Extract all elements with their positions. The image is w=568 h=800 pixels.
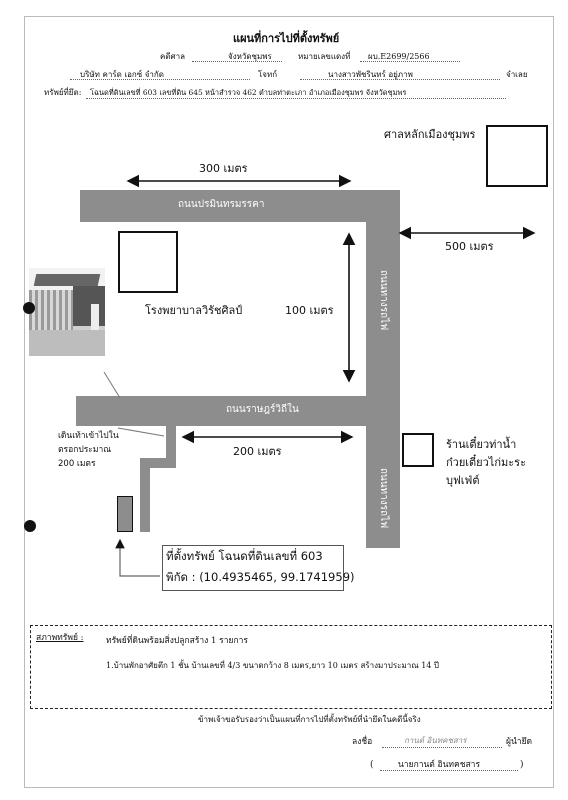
property-pointer (115, 538, 160, 577)
name-close-paren: ) (520, 760, 524, 770)
condition-line2: 1.บ้านพักอาศัยตึก 1 ชั้น บ้านเลขที่ 4/3 … (106, 661, 439, 670)
alley-horizontal (140, 458, 176, 468)
property-info-line2: พิกัด : (10.4935465, 99.1741959) (166, 570, 355, 584)
name-open-paren: ( (370, 760, 374, 770)
plaintiff-value: บริษัท คาร์ด เอกซ์ จำกัด (80, 70, 164, 79)
photo-wall (29, 290, 73, 334)
defendant-role: จำเลย (506, 70, 528, 79)
hospital-landmark-box (118, 231, 178, 293)
hospital-landmark-label: โรงพยาบาลวิรัชศิลป์ (145, 304, 243, 317)
walk-note-line1: เดินเท้าเข้าไปใน (58, 431, 119, 441)
distance-200-label: 200 เมตร (233, 445, 282, 458)
shop-landmark-line1: ร้านเตี๋ยวท่าน้ำ (446, 438, 517, 451)
sign-label: ลงชื่อ (352, 737, 373, 747)
road-bottom (76, 396, 400, 426)
defendant-underline (300, 79, 500, 80)
alley-vertical-upper (166, 426, 176, 468)
property-photo (29, 268, 105, 356)
condition-label: สภาพทรัพย์ : (36, 633, 84, 643)
distance-500-label: 500 เมตร (445, 240, 494, 253)
walk-note-line3: 200 เมตร (58, 459, 96, 469)
court-label: คดีศาล (160, 52, 186, 61)
property-info-line1: ที่ตั้งทรัพย์ โฉนดที่ดินเลขที่ 603 (166, 549, 323, 563)
page-title: แผนที่การไปที่ตั้งทรัพย์ (233, 32, 340, 45)
photo-pointer (103, 371, 121, 399)
road-top (80, 190, 400, 222)
walk-note-line2: ตรอกประมาณ (58, 445, 112, 455)
court-value: จังหวัดชุมพร (228, 52, 272, 61)
punch-hole-bottom (24, 520, 36, 532)
case-no-underline (360, 61, 460, 62)
shop-landmark-line3: บุฟเฟ่ต์ (446, 474, 480, 487)
defendant-value: นางสาวพัชรินทร์ อยู่ภาพ (328, 70, 413, 79)
page-border (24, 16, 554, 788)
certify-statement: ข้าพเจ้าขอรับรองว่าเป็นแผนที่การไปที่ตั้… (198, 715, 421, 724)
case-no-value: ผบ.E2699/2566 (368, 52, 430, 61)
photo-ground (29, 330, 105, 356)
seizer-label: ผู้นำยึด (506, 737, 533, 747)
condition-line1: ทรัพย์ที่ดินพร้อมสิ่งปลูกสร้าง 1 รายการ (106, 636, 248, 646)
property-underline (86, 98, 506, 99)
road-vertical (366, 190, 400, 548)
property-info-box (162, 545, 344, 591)
plaintiff-underline (70, 79, 250, 80)
sign-underline (382, 747, 502, 748)
case-no-label: หมายเลขแดงที่ (298, 52, 351, 61)
property-label: ทรัพย์ที่ยึด: (44, 88, 82, 97)
condition-box (30, 625, 552, 709)
punch-hole-top (23, 302, 35, 314)
road-top-label: ถนนปรมินทรมรรคา (178, 199, 265, 210)
property-marker (117, 496, 133, 532)
distance-100-label: 100 เมตร (285, 304, 334, 317)
printed-name: นายกานต์ อินทคชสาร (398, 760, 481, 770)
distance-300-label: 300 เมตร (199, 162, 248, 175)
alley-vertical-lower (140, 458, 150, 532)
signature: กานต์ อินทคชสาร (404, 736, 467, 745)
court-landmark-label: ศาลหลักเมืองชุมพร (384, 128, 476, 141)
court-underline (192, 61, 282, 62)
photo-building (73, 286, 105, 326)
property-value: โฉนดที่ดินเลขที่ 603 เลขที่ดิน 645 หน้าส… (90, 88, 407, 97)
photo-pillar (91, 304, 99, 334)
name-underline (380, 770, 518, 771)
plaintiff-role: โจทก์ (258, 70, 278, 79)
road-bottom-label: ถนนราษฎร์วิถีใน (226, 404, 299, 415)
walk-pointer (117, 427, 165, 437)
shop-landmark-line2: ก๋วยเตี๋ยวไก่มะระ (446, 456, 526, 469)
shop-landmark-box (402, 433, 434, 467)
court-landmark-box (486, 125, 548, 187)
